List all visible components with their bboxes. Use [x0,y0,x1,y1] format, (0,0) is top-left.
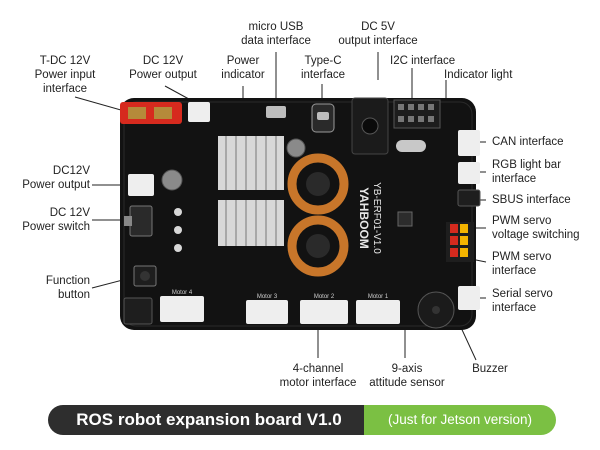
heatsink-top [218,136,284,190]
capacitor [286,138,306,158]
label-power-switch: DC 12V Power switch [22,207,90,233]
inductor-coil-bottom [287,215,349,277]
power-switch-part [129,205,153,237]
label-typec: Type-C interface [300,55,346,81]
rgb-connector [458,162,480,184]
inductor-coil-top [287,153,349,215]
label-i2c: I2C interface [390,55,456,67]
serial-servo-connector [458,286,480,310]
label-dc5v-output: DC 5V output interface [338,21,418,47]
dc12-output-left-connector [128,174,154,196]
motor3-connector [246,300,288,324]
label-pwm-interface: PWM servo interface [492,251,552,277]
banner-title: ROS robot expansion board V1.0 [48,405,370,435]
dc12-output-top-connector [188,102,210,122]
label-motor-interface: 4-channel motor interface [279,363,357,389]
label-imu: 9-axis attitude sensor [369,363,445,389]
motor2-connector [300,300,348,324]
pcb-board [120,98,476,330]
label-can: CAN interface [492,136,564,148]
motor1-connector [356,300,400,324]
banner-subtitle: (Just for Jetson version) [364,405,556,435]
pwm-jumper-block [446,222,474,262]
motor4-label: Motor 4 [172,290,193,296]
motor2-label: Motor 2 [314,294,335,300]
capacitor [161,169,183,191]
label-sbus: SBUS interface [492,194,571,206]
motor3-label: Motor 3 [257,294,278,300]
label-dc12-power-output-left: DC12V Power output [22,165,90,191]
label-serial-servo: Serial servo interface [492,288,553,314]
sbus-connector [457,189,481,207]
crystal-oscillator [396,140,426,152]
label-rgb: RGB light bar interface [492,159,562,185]
can-connector [458,130,480,156]
imu-chip [397,211,413,227]
label-power-indicator: Power indicator [221,55,265,81]
label-tdc-power-input: T-DC 12V Power input interface [34,55,96,95]
title-banner: ROS robot expansion board V1.0 (Just for… [48,405,556,435]
motor4-connector [160,296,204,322]
label-dc12-power-output-top: DC 12V Power output [129,55,197,81]
micro-usb-port [266,106,286,118]
label-buzzer: Buzzer [472,363,508,375]
label-pwm-switching: PWM servo voltage switching [492,215,580,241]
board-model-text: YB-ERF01-V1.0 [371,182,382,254]
board-brand-text: YAHBOOM [357,187,371,249]
label-micro-usb: micro USB data interface [241,21,311,47]
motor1-label: Motor 1 [368,294,389,300]
label-function-button: Function button [45,275,90,301]
label-indicator-light: Indicator light [444,69,513,81]
heatsink-bottom [218,200,284,246]
